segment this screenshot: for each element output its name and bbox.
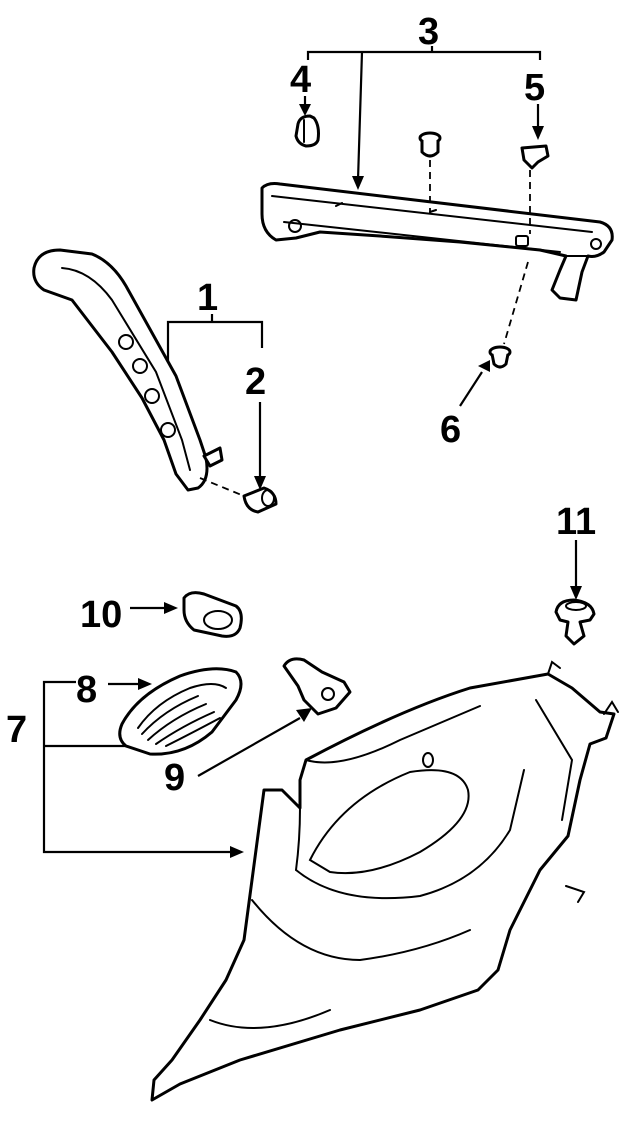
push-pin-6 (488, 261, 529, 369)
upper-trim-panel (260, 182, 614, 302)
callout-7: 7 (6, 709, 27, 751)
retainer-pin (418, 131, 442, 214)
bracket-9 (282, 657, 352, 716)
callout-4: 4 (290, 59, 311, 101)
fastener-5 (520, 144, 550, 234)
callout-6: 6 (440, 409, 461, 451)
quarter-trim-panel (150, 660, 619, 1102)
clip-11 (554, 598, 596, 646)
callout-5: 5 (524, 67, 545, 109)
callout-9: 9 (164, 757, 185, 799)
callout-10: 10 (80, 594, 122, 636)
cap-2 (199, 477, 278, 514)
callout-8: 8 (76, 669, 97, 711)
callout-11: 11 (556, 501, 596, 543)
speaker-grille-8 (118, 667, 243, 756)
callout-1: 1 (197, 277, 218, 319)
callout-2: 2 (245, 361, 266, 403)
clip-4 (294, 114, 320, 148)
grommet-10 (182, 591, 243, 638)
callout-3: 3 (418, 11, 439, 53)
pillar-trim (32, 248, 224, 492)
